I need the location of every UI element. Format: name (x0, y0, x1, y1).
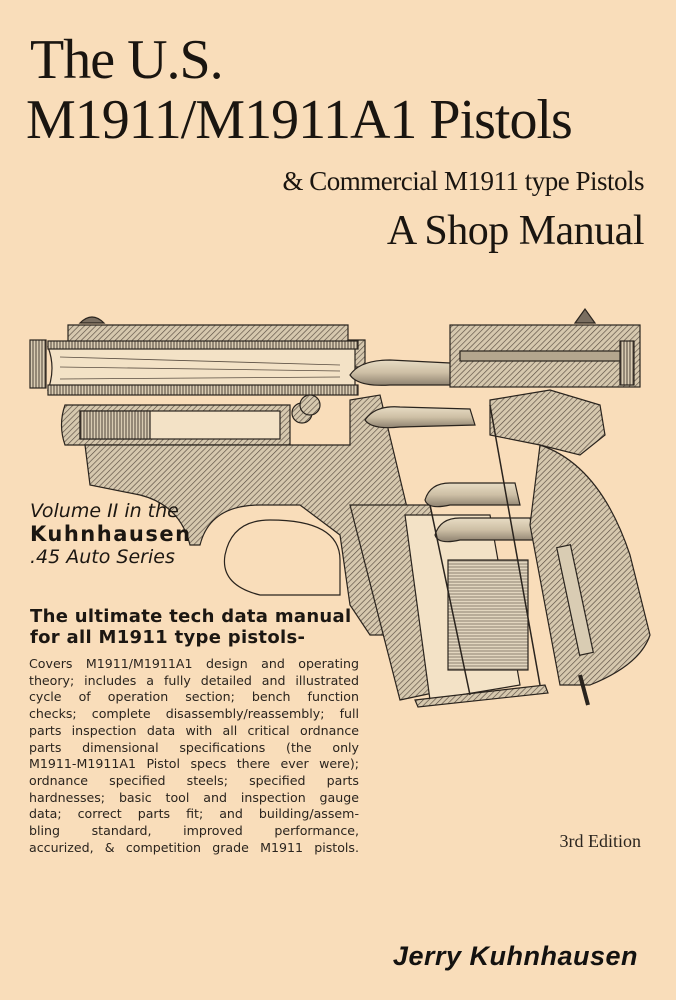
blurb-line: bling standard, improved performance, (29, 823, 359, 839)
blurb-line: cycle of operation section; bench functi… (29, 689, 359, 705)
tagline-line-2: for all M1911 type pistols- (30, 627, 306, 648)
tagline: The ultimate tech data manual for all M1… (30, 606, 351, 648)
blurb-line: checks; complete disassembly/reassembly;… (29, 706, 359, 722)
tagline-line-1: The ultimate tech data manual (30, 606, 352, 627)
series-line-3: .45 Auto Series (30, 546, 175, 568)
blurb-line: accurized, & competition grade M1911 pis… (29, 839, 359, 855)
title-line-1: The U.S. (30, 29, 224, 91)
author-name: Jerry Kuhnhausen (392, 941, 638, 971)
shop-manual-heading: A Shop Manual (386, 208, 645, 254)
blurb-line: ordnance specified steels; specified par… (29, 772, 359, 788)
blurb-line: theory; includes a fully detailed and il… (29, 672, 359, 688)
subtitle: & Commercial M1911 type Pistols (282, 166, 645, 196)
blurb-line: parts inspection data with all critical … (29, 722, 359, 738)
title-line-2: M1911/M1911A1 Pistols (26, 89, 573, 151)
cutaway-pistol-illustration (29, 307, 651, 708)
description-blurb: Covers M1911/M1911A1 design and operatin… (29, 656, 359, 856)
series-line-2: Kuhnhausen (30, 522, 192, 546)
blurb-line: Covers M1911/M1911A1 design and operatin… (29, 656, 359, 671)
blurb-line: data; correct parts fit; and building/as… (29, 806, 359, 822)
blurb-line: parts dimensional specifications (the on… (29, 739, 359, 755)
series-line-1: Volume II in the (30, 500, 179, 522)
blurb-line: hardnesses; basic tool and inspection ga… (29, 789, 359, 805)
blurb-line: M1911-M1911A1 Pistol specs there ever we… (29, 756, 359, 772)
series-info: Volume II in the Kuhnhausen .45 Auto Ser… (30, 500, 192, 568)
edition-label: 3rd Edition (559, 831, 642, 851)
